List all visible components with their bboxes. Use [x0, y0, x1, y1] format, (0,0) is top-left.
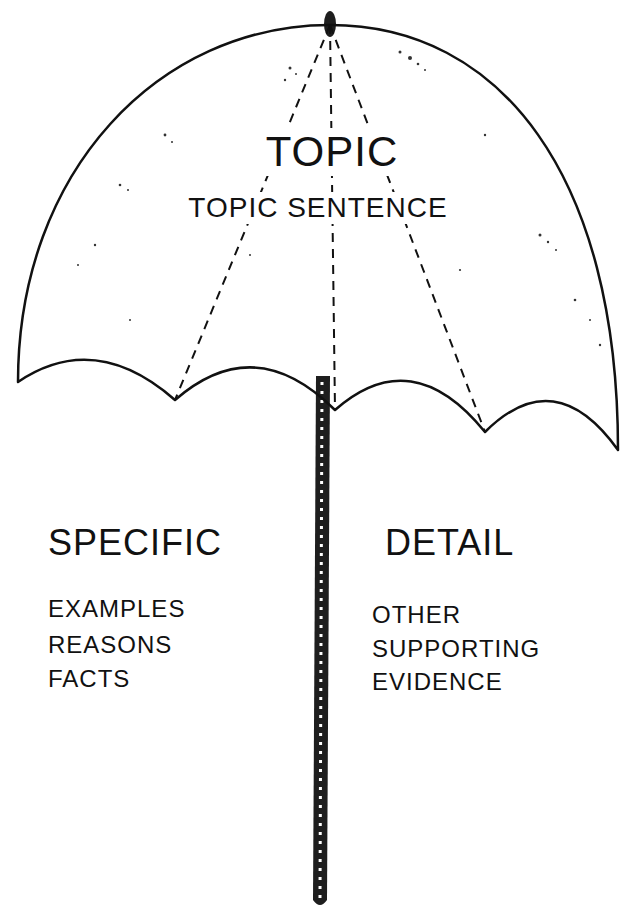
- topic-sentence: TOPIC SENTENCE: [184, 192, 451, 224]
- canopy-speckles: [77, 51, 601, 347]
- evidence-label: OTHER SUPPORTING EVIDENCE: [372, 598, 577, 699]
- detail-label: DETAIL: [385, 518, 514, 568]
- list-item: REASONS: [48, 628, 172, 662]
- canopy-rib: [330, 25, 485, 432]
- list-item: EXAMPLES: [48, 592, 185, 626]
- umbrella-canopy: TOPIC TOPIC SENTENCE: [0, 0, 622, 460]
- canopy-outline: [0, 0, 622, 460]
- specific-label: SPECIFIC: [48, 518, 222, 568]
- handle-texture: [320, 382, 322, 898]
- canopy-edge: [18, 25, 618, 450]
- umbrella-handle: [313, 376, 330, 905]
- topic-heading: TOPIC: [262, 128, 403, 176]
- list-item: FACTS: [48, 662, 130, 696]
